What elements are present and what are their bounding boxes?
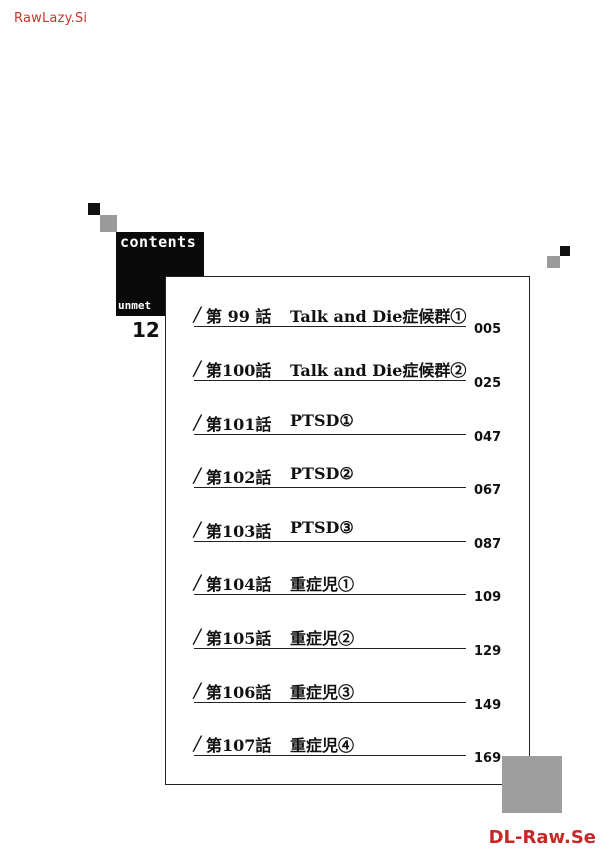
series-label: unmet [118, 299, 152, 312]
chapter-title: Talk and Die症候群② [290, 361, 467, 380]
chapter-number: 第102話 [206, 468, 272, 487]
slash-icon: / [194, 624, 201, 648]
page-number: 025 [474, 376, 502, 391]
leader-line [194, 434, 466, 435]
chapter-title: PTSD① [290, 411, 354, 430]
chapter-number: 第106話 [206, 683, 272, 702]
toc-entry[interactable]: / 第103話 PTSD③ 087 [194, 515, 504, 555]
slash-icon: / [194, 517, 201, 541]
leader-line [194, 541, 466, 542]
decorative-square [88, 203, 100, 215]
leader-line [194, 326, 466, 327]
slash-icon: / [194, 678, 201, 702]
slash-icon: / [194, 410, 201, 434]
page-number: 005 [474, 322, 502, 337]
toc-entry[interactable]: / 第100話 Talk and Die症候群② 025 [194, 354, 504, 394]
leader-line [194, 594, 466, 595]
toc-entry[interactable]: / 第104話 重症児① 109 [194, 568, 504, 608]
decorative-square [502, 756, 562, 813]
contents-label: contents [120, 233, 197, 251]
chapter-title: 重症児④ [290, 736, 355, 755]
watermark-bottom: DL-Raw.Se [488, 827, 596, 848]
watermark-top: RawLazy.Si [14, 11, 88, 26]
leader-line [194, 487, 466, 488]
chapter-title: PTSD③ [290, 518, 354, 537]
page-number: 087 [474, 537, 502, 552]
slash-icon: / [194, 570, 201, 594]
slash-icon: / [194, 731, 201, 755]
chapter-number: 第 99 話 [206, 307, 272, 326]
page-number: 129 [474, 644, 502, 659]
slash-icon: / [194, 356, 201, 380]
toc-frame [165, 276, 530, 785]
page-number: 169 [474, 751, 502, 766]
toc-entry[interactable]: / 第105話 重症児② 129 [194, 622, 504, 662]
toc-entry[interactable]: / 第102話 PTSD② 067 [194, 461, 504, 501]
slash-icon: / [194, 463, 201, 487]
decorative-square [547, 256, 560, 268]
toc-entry[interactable]: / 第 99 話 Talk and Die症候群① 005 [194, 300, 504, 340]
leader-line [194, 755, 466, 756]
chapter-number: 第107話 [206, 736, 272, 755]
chapter-title: 重症児③ [290, 683, 355, 702]
decorative-square [560, 246, 570, 256]
page-number: 109 [474, 590, 502, 605]
chapter-number: 第104話 [206, 575, 272, 594]
chapter-title: Talk and Die症候群① [290, 307, 467, 326]
chapter-number: 第105話 [206, 629, 272, 648]
page-number: 067 [474, 483, 502, 498]
chapter-title: 重症児② [290, 629, 355, 648]
page-number: 149 [474, 698, 502, 713]
volume-number: 12 [132, 318, 160, 342]
leader-line [194, 702, 466, 703]
decorative-square [100, 215, 117, 232]
chapter-number: 第100話 [206, 361, 272, 380]
chapter-title: 重症児① [290, 575, 355, 594]
page-number: 047 [474, 430, 502, 445]
slash-icon: / [194, 302, 201, 326]
toc-entry[interactable]: / 第107話 重症児④ 169 [194, 729, 504, 769]
leader-line [194, 380, 466, 381]
chapter-number: 第101話 [206, 415, 272, 434]
leader-line [194, 648, 466, 649]
chapter-number: 第103話 [206, 522, 272, 541]
toc-entry[interactable]: / 第101話 PTSD① 047 [194, 408, 504, 448]
toc-entry[interactable]: / 第106話 重症児③ 149 [194, 676, 504, 716]
chapter-title: PTSD② [290, 464, 354, 483]
